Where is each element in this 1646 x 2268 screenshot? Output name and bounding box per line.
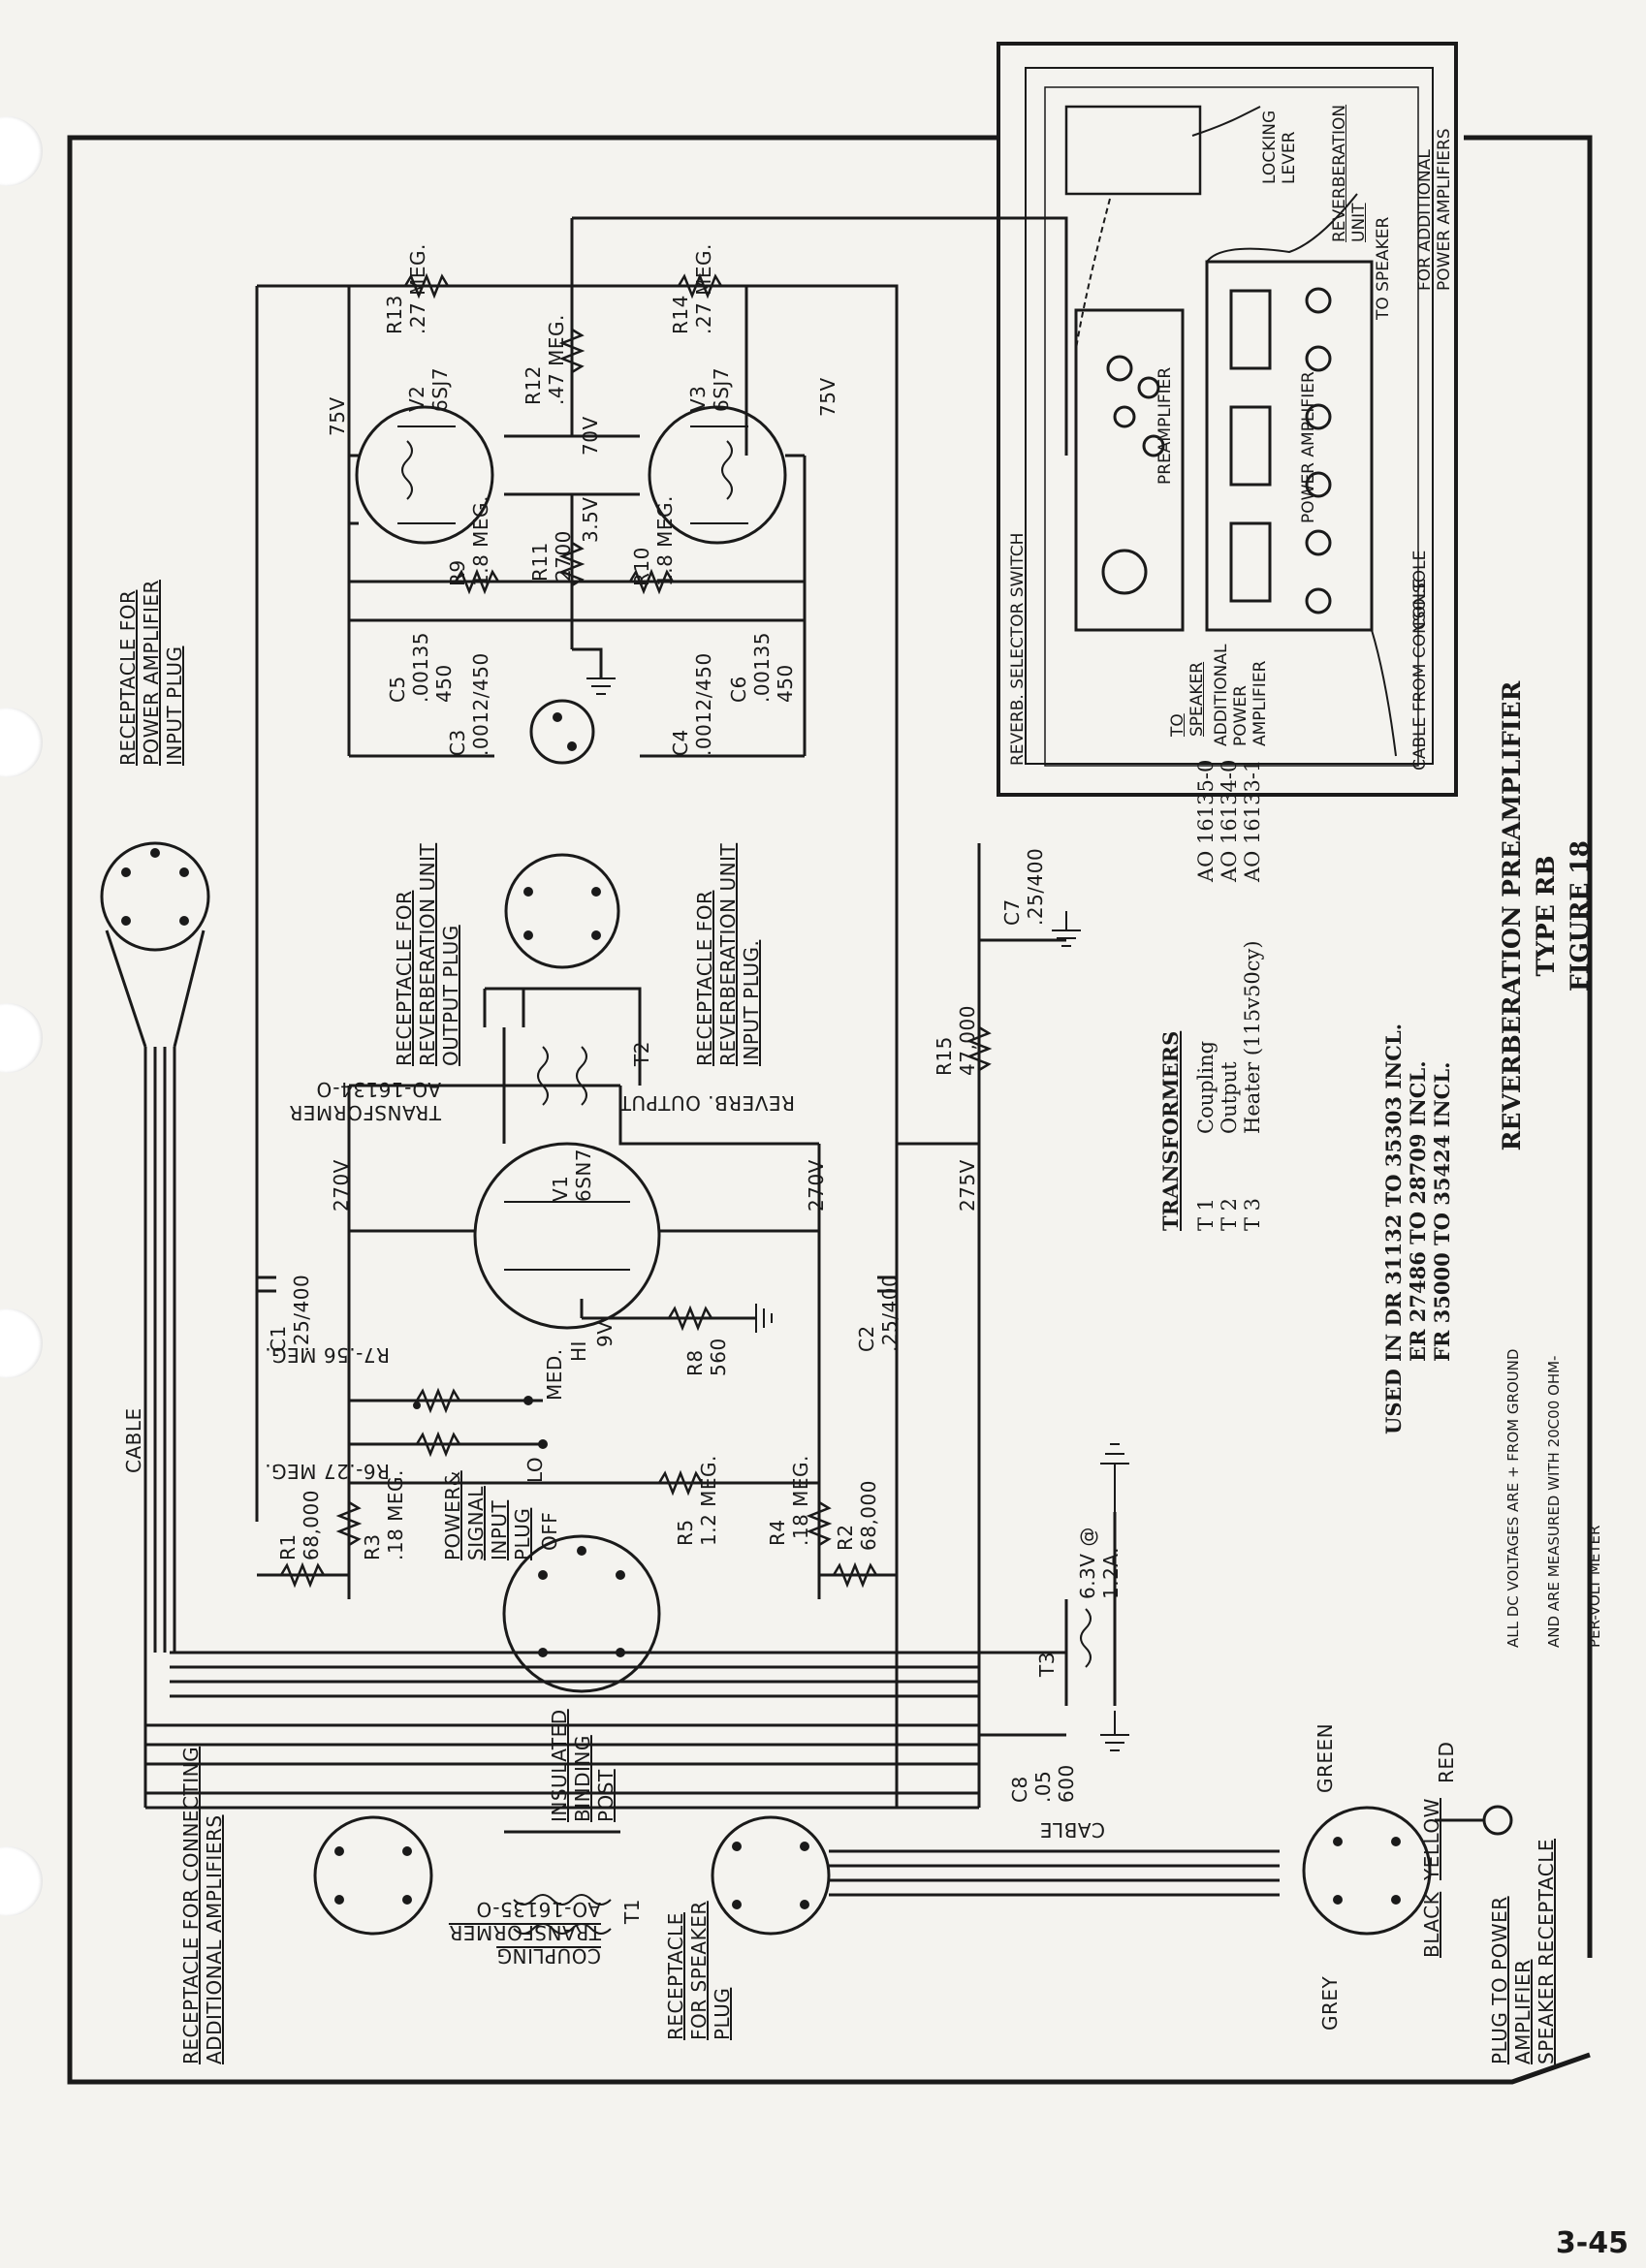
page-number: 3-45 [1555, 2226, 1629, 2260]
